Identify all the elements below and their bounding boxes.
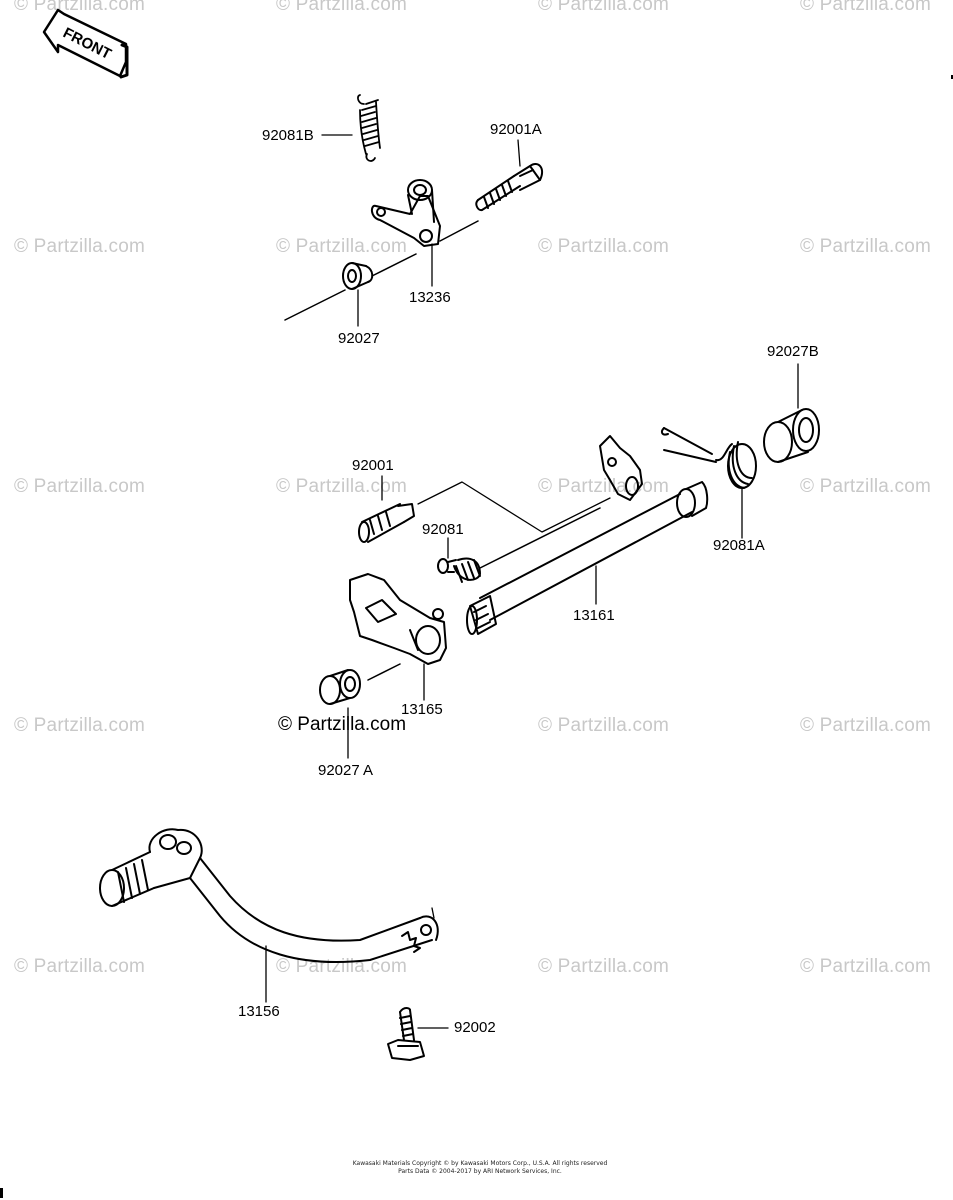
watermark: © Partzilla.com — [276, 0, 408, 15]
lever-13236 — [370, 179, 441, 247]
spring-92081b — [357, 94, 381, 162]
part-label-13165[interactable]: 13165 — [401, 701, 443, 718]
front-arrow-icon: FRONT — [42, 8, 129, 79]
watermark: © Partzilla.com — [14, 236, 146, 257]
bolt-92001 — [358, 503, 415, 543]
part-label-13236[interactable]: 13236 — [409, 289, 451, 306]
center-watermark: © Partzilla.com — [278, 714, 407, 735]
watermark: © Partzilla.com — [14, 0, 146, 15]
collar-92027 — [342, 262, 374, 290]
spring-92081a — [660, 427, 757, 489]
part-label-92027[interactable]: 92027 — [338, 330, 380, 347]
bolt-92002 — [387, 1007, 425, 1061]
watermark: © Partzilla.com — [14, 715, 146, 736]
bolt-92001a — [475, 162, 544, 212]
shift-shaft-13161 — [466, 435, 709, 635]
watermark: © Partzilla.com — [800, 476, 932, 497]
watermark: © Partzilla.com — [538, 715, 670, 736]
watermark: © Partzilla.com — [800, 236, 932, 257]
part-label-92027b[interactable]: 92027B — [767, 343, 819, 360]
watermark: © Partzilla.com — [14, 956, 146, 977]
watermark: © Partzilla.com — [800, 0, 932, 15]
part-label-92027a[interactable]: 92027 A — [318, 762, 374, 779]
spring-92081 — [437, 507, 601, 583]
bushing-92027b — [763, 408, 820, 463]
leader-lines — [265, 134, 799, 1029]
part-label-92002[interactable]: 92002 — [454, 1019, 496, 1036]
collar-92027a — [319, 663, 401, 705]
watermark: © Partzilla.com — [538, 236, 670, 257]
footer-parts-data: Parts Data © 2004-2017 by ARI Network Se… — [398, 1168, 562, 1175]
part-label-92081[interactable]: 92081 — [422, 521, 464, 538]
part-label-13161[interactable]: 13161 — [573, 607, 615, 624]
watermark: © Partzilla.com — [276, 236, 408, 257]
watermark: © Partzilla.com — [538, 0, 670, 15]
footer-copyright: Kawasaki Materials Copyright © by Kawasa… — [352, 1160, 608, 1167]
shift-pedal-13156 — [99, 828, 439, 963]
watermark: © Partzilla.com — [538, 956, 670, 977]
watermark: © Partzilla.com — [276, 476, 408, 497]
watermark: © Partzilla.com — [800, 715, 932, 736]
watermark: © Partzilla.com — [14, 476, 146, 497]
watermark: © Partzilla.com — [800, 956, 932, 977]
plate-13165 — [349, 573, 447, 665]
part-label-92081a[interactable]: 92081A — [713, 537, 765, 554]
part-label-13156[interactable]: 13156 — [238, 1003, 280, 1020]
part-label-92001a[interactable]: 92001A — [490, 121, 542, 138]
part-label-92081b[interactable]: 92081B — [262, 127, 314, 144]
part-label-92001[interactable]: 92001 — [352, 457, 394, 474]
